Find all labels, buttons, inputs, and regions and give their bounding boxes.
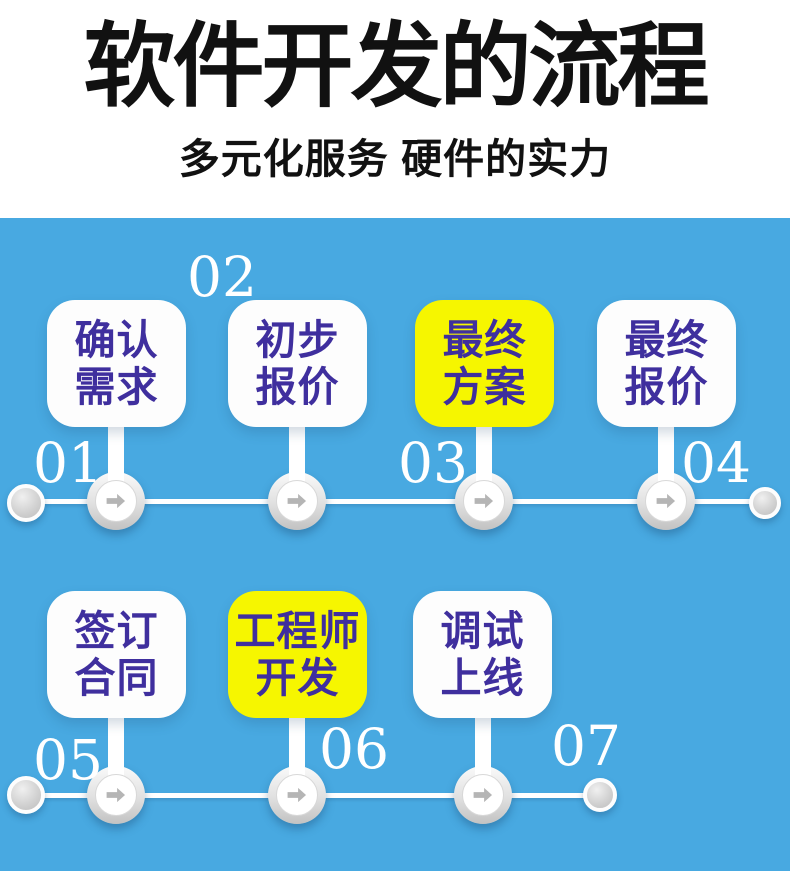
step-7-label-line1: 调试: [440, 608, 525, 655]
step-7-box: 调试 上线: [413, 591, 552, 718]
step-2-connector: [289, 420, 305, 492]
timeline-start-dot-row1: [7, 484, 45, 522]
step-6-number: 06: [319, 717, 389, 781]
step-1-label-line2: 需求: [74, 363, 159, 410]
step-4-label-line1: 最终: [624, 317, 709, 364]
step-3-box: 最终 方案: [415, 300, 554, 427]
step-2-box: 初步 报价: [228, 300, 367, 427]
page-subtitle: 多元化服务 硬件的实力: [178, 136, 612, 183]
arrow-right-icon: [105, 785, 127, 805]
step-5-box: 签订 合同: [47, 591, 186, 718]
step-2-label-line2: 报价: [255, 363, 340, 410]
header: 软件开发的流程 多元化服务 硬件的实力: [0, 0, 790, 218]
step-7-number: 07: [551, 714, 621, 778]
step-4-box: 最终 报价: [597, 300, 736, 427]
step-1-label-line1: 确认: [74, 317, 159, 364]
step-7-label-line2: 上线: [440, 654, 525, 701]
step-6-label-line2: 开发: [255, 654, 340, 701]
arrow-right-icon: [286, 785, 308, 805]
step-4-number: 04: [681, 431, 751, 495]
step-4-label-line2: 报价: [624, 363, 709, 410]
step-1-box: 确认 需求: [47, 300, 186, 427]
step-6-label-line1: 工程师: [234, 608, 361, 655]
step-5-label-line2: 合同: [74, 654, 159, 701]
step-7-node-face: [462, 774, 504, 816]
step-4-node-face: [645, 480, 687, 522]
step-3-label-line2: 方案: [442, 363, 527, 410]
timeline-start-dot-row2: [7, 776, 45, 814]
timeline-end-dot-row1: [749, 487, 781, 519]
step-2-number: 02: [187, 245, 257, 309]
timeline-end-dot-row2: [583, 778, 617, 812]
step-7-connector: [475, 711, 491, 783]
step-3-connector: [476, 420, 492, 492]
step-6-box: 工程师 开发: [228, 591, 367, 718]
step-1-node-face: [95, 480, 137, 522]
step-4-connector: [658, 420, 674, 492]
step-3-number: 03: [398, 431, 468, 495]
step-5-node-face: [95, 774, 137, 816]
step-5-label-line1: 签订: [74, 608, 159, 655]
step-2-node-face: [276, 480, 318, 522]
step-3-label-line1: 最终: [442, 317, 527, 364]
arrow-right-icon: [105, 491, 127, 511]
step-3-node-face: [463, 480, 505, 522]
timeline-row1: [26, 499, 766, 504]
step-2-label-line1: 初步: [255, 317, 340, 364]
step-5-connector: [108, 711, 124, 783]
arrow-right-icon: [473, 491, 495, 511]
arrow-right-icon: [472, 785, 494, 805]
step-5-number: 05: [33, 728, 103, 792]
step-6-node-face: [276, 774, 318, 816]
arrow-right-icon: [655, 491, 677, 511]
step-6-connector: [289, 711, 305, 783]
step-1-number: 01: [33, 431, 103, 495]
arrow-right-icon: [286, 491, 308, 511]
step-1-connector: [108, 420, 124, 492]
page-title: 软件开发的流程: [83, 16, 709, 118]
